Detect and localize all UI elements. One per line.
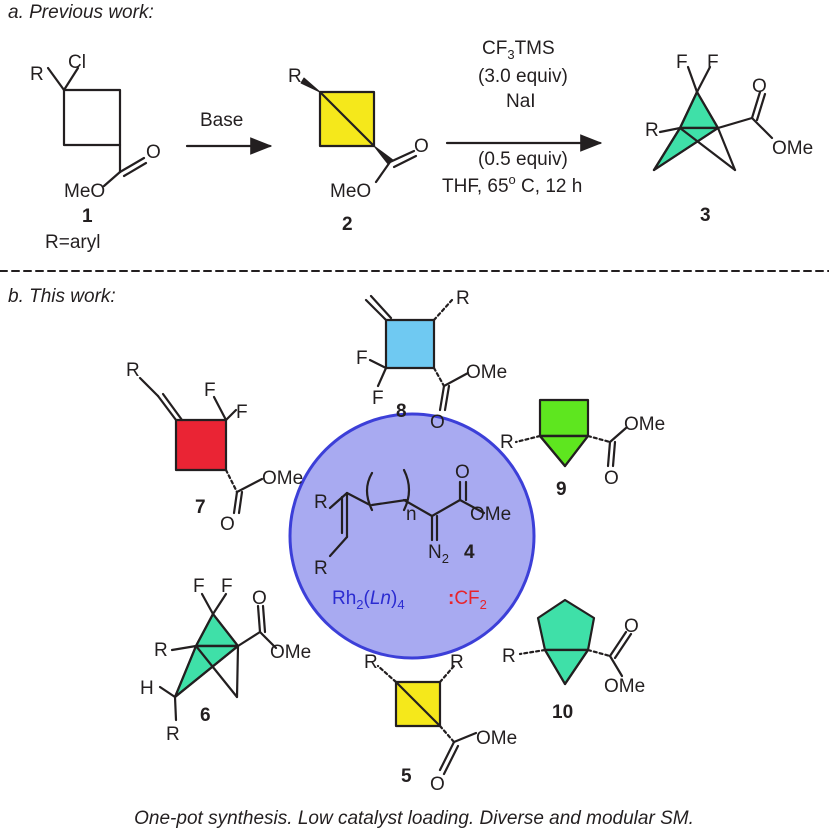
compound-8-f1: F — [356, 348, 368, 369]
compound-7-ome: OMe — [262, 468, 303, 489]
compound-4-r-top: R — [314, 492, 328, 513]
compound-7-structure — [138, 376, 264, 515]
compound-5-number: 5 — [401, 766, 412, 787]
compound-6-r1: R — [154, 640, 168, 661]
compound-7-number: 7 — [195, 497, 206, 518]
compound-9-ome: OMe — [624, 414, 665, 435]
compound-4-r-bottom: R — [314, 558, 328, 579]
compound-4-structure — [328, 468, 486, 558]
compound-6-f1: F — [193, 576, 205, 597]
compound-2-meo: MeO — [330, 181, 371, 202]
compound-1-o: O — [146, 142, 161, 163]
compound-1-note: R=aryl — [45, 232, 100, 253]
reagent-cf3tms: CF3TMS — [482, 38, 555, 62]
compound-2-o: O — [414, 136, 429, 157]
compound-9-o: O — [604, 468, 619, 489]
compound-7-o: O — [220, 514, 235, 535]
compound-10-o: O — [624, 616, 639, 637]
compound-10-number: 10 — [552, 702, 573, 723]
section-b-title: b. This work: — [8, 286, 116, 307]
compound-5-ome: OMe — [476, 728, 517, 749]
compound-5-o: O — [430, 774, 445, 795]
compound-6-r2: R — [166, 724, 180, 745]
compound-3-number: 3 — [700, 205, 711, 226]
catalyst-circle — [288, 412, 536, 660]
compound-2-number: 2 — [342, 214, 353, 235]
compound-5-r2: R — [450, 652, 464, 673]
compound-7-f2: F — [236, 402, 248, 423]
reagent-nai: NaI — [506, 91, 536, 112]
compound-7-f1: F — [204, 380, 216, 401]
compound-6-f2: F — [221, 576, 233, 597]
compound-3-f1: F — [676, 52, 688, 73]
compound-1-r: R — [30, 64, 44, 85]
compound-8-f2: F — [372, 388, 384, 409]
compound-2-r: R — [288, 66, 302, 87]
compound-9-r: R — [500, 432, 514, 453]
compound-3-f2: F — [707, 52, 719, 73]
compound-6-ome: OMe — [270, 642, 311, 663]
compound-5-r1: R — [364, 652, 378, 673]
carbene-label: :CF2 — [448, 588, 487, 612]
compound-8-o: O — [430, 412, 445, 433]
compound-5-structure — [376, 664, 478, 776]
compound-10-structure — [518, 598, 633, 686]
catalyst-label: Rh2(Ln)4 — [332, 588, 405, 612]
compound-4-o: O — [455, 462, 470, 483]
section-a-title: a. Previous work: — [8, 2, 154, 23]
base-label: Base — [200, 110, 243, 131]
compound-9-structure — [514, 398, 628, 468]
compound-4-ome: OMe — [470, 504, 511, 525]
compound-4-number: 4 — [464, 542, 475, 563]
compound-6-structure — [158, 592, 278, 722]
compound-8-structure — [364, 294, 470, 412]
compound-8-number: 8 — [396, 401, 407, 422]
compound-1-structure — [46, 66, 148, 188]
compound-2-structure — [300, 77, 418, 184]
compound-9-number: 9 — [556, 479, 567, 500]
compound-1-meo: MeO — [64, 181, 105, 202]
compound-3-ome: OMe — [772, 138, 813, 159]
compound-4-n2: N2 — [428, 542, 449, 566]
compound-3-structure — [652, 65, 774, 172]
compound-3-o: O — [752, 76, 767, 97]
compound-1-cl: Cl — [68, 52, 86, 73]
compound-6-h: H — [140, 678, 154, 699]
reagent-equiv-1: (3.0 equiv) — [478, 66, 568, 87]
footer-caption: One-pot synthesis. Low catalyst loading.… — [134, 808, 694, 829]
compound-4-n: n — [406, 504, 417, 525]
reagent-equiv-2: (0.5 equiv) — [478, 149, 568, 170]
compound-6-o: O — [252, 588, 267, 609]
compound-3-r: R — [645, 120, 659, 141]
compound-1-number: 1 — [82, 206, 93, 227]
compound-7-r: R — [126, 360, 140, 381]
compound-10-ome: OMe — [604, 676, 645, 697]
compound-6-number: 6 — [200, 705, 211, 726]
compound-8-ome: OMe — [466, 362, 507, 383]
reaction-conditions: THF, 65o C, 12 h — [442, 172, 582, 197]
compound-10-r: R — [502, 646, 516, 667]
compound-8-r: R — [456, 288, 470, 309]
